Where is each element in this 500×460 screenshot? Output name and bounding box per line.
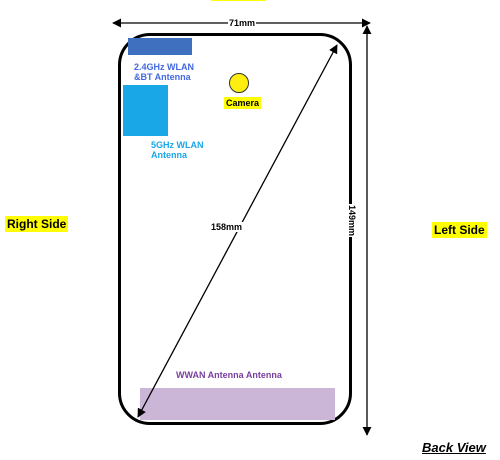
view-title: Back View — [422, 440, 486, 455]
diagonal-label: 158mm — [210, 222, 244, 232]
right-side-label: Right Side — [5, 216, 69, 232]
bt-wlan-antenna-label: 2.4GHz WLAN &BT Antenna — [134, 62, 195, 82]
width-label: 71mm — [228, 18, 257, 28]
wwan-antenna-label: WWAN Antenna Antenna — [176, 370, 282, 380]
height-label: 149mm — [347, 204, 357, 238]
top-highlight-fragment — [211, 0, 266, 1]
wlan5-antenna-label: 5GHz WLAN Antenna — [151, 140, 204, 160]
camera-label: Camera — [224, 97, 262, 109]
left-side-label: Left Side — [432, 222, 487, 238]
